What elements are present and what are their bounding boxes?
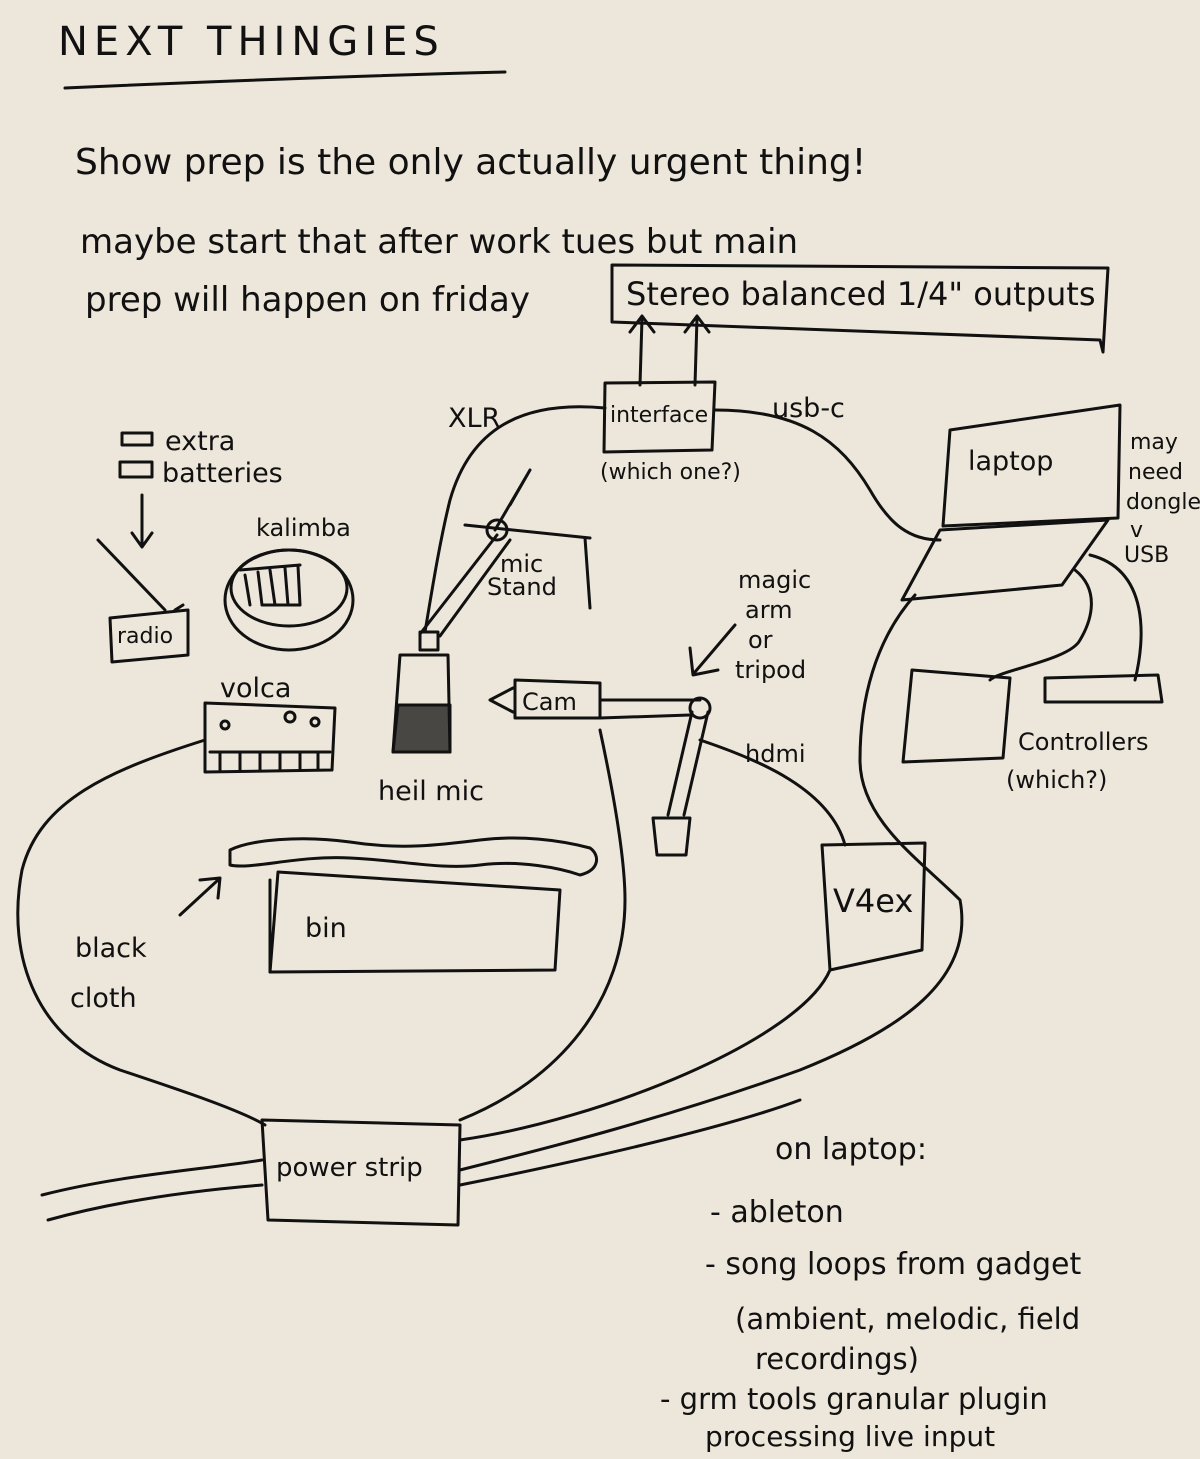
power-strip-box — [260, 1118, 462, 1227]
cam-cable — [458, 728, 627, 1122]
kalimba-rim — [229, 548, 349, 628]
black-cloth — [228, 836, 599, 877]
v4ex-cable — [458, 968, 832, 1142]
usbc-label: usb-c — [772, 393, 845, 424]
v4ex-label: V4ex — [833, 882, 914, 920]
hdmi-label: hdmi — [745, 740, 806, 768]
batteries-arrow — [130, 493, 154, 549]
heil-mic-neck — [418, 630, 440, 652]
title-underline — [63, 70, 507, 90]
page-title: NEXT THINGIES — [58, 19, 445, 65]
battery-1 — [120, 431, 154, 447]
arrow-right — [683, 314, 711, 387]
volca-knob-3 — [309, 716, 321, 728]
laptop-list-item: (ambient, melodic, field — [735, 1302, 1081, 1336]
radio-antenna — [96, 538, 185, 612]
cam-label: Cam — [522, 688, 577, 716]
strip-cord-out — [458, 1098, 802, 1187]
dongle-note-4: v — [1130, 518, 1144, 543]
controller-1 — [901, 668, 1012, 764]
interface-box-outline — [602, 380, 717, 454]
heil-mic-label: heil mic — [378, 776, 484, 807]
magic-arm-joint — [688, 696, 712, 720]
battery-2 — [118, 460, 154, 479]
magic-arm-upper — [598, 698, 702, 720]
magic-arm-label-2: arm — [745, 596, 793, 624]
bin-box — [268, 870, 562, 974]
black-cloth-arrow — [178, 876, 222, 917]
dongle-note-5: USB — [1124, 543, 1170, 568]
mic-stand-label-2: Stand — [487, 573, 557, 601]
volca-body — [203, 701, 337, 774]
xlr-label: XLR — [448, 403, 501, 434]
cam-lens — [488, 686, 515, 714]
controller-cable-1 — [988, 568, 1093, 682]
power-strip-label: power strip — [276, 1153, 423, 1183]
laptop-list-item: recordings) — [755, 1342, 919, 1376]
radio-label: radio — [117, 624, 174, 649]
note-line-3: prep will happen on friday — [85, 280, 530, 320]
interface-label: interface — [610, 403, 709, 428]
note-line-2: maybe start that after work tues but mai… — [80, 222, 799, 262]
mic-stand-label-1: mic — [500, 550, 544, 578]
arrow-left — [628, 314, 656, 387]
controllers-which-label: (which?) — [1006, 766, 1108, 794]
wall-cord-1 — [40, 1158, 264, 1197]
laptop-list-heading: on laptop: — [775, 1132, 927, 1167]
outputs-box-outline — [610, 263, 1110, 354]
kalimba-tines — [238, 563, 302, 607]
magic-arm-label-3: or — [748, 626, 773, 654]
outputs-label: Stereo balanced 1/4" outputs — [626, 275, 1096, 313]
mic-stand-boom-b — [438, 538, 512, 638]
volca-cable — [16, 738, 267, 1127]
dongle-note-3: dongle — [1126, 490, 1200, 515]
v4ex-box-outline — [820, 841, 927, 972]
laptop-base — [900, 518, 1110, 602]
usbc-cable — [713, 408, 942, 542]
laptop-list-item: processing live input — [705, 1420, 996, 1453]
mic-stand-joint — [485, 518, 509, 542]
laptop-label: laptop — [968, 446, 1054, 477]
black-cloth-label-2: cloth — [70, 983, 137, 1014]
hdmi-cable — [698, 738, 847, 847]
magic-arm-arrow — [688, 623, 737, 677]
black-cloth-label-1: black — [75, 933, 147, 964]
laptop-cord — [458, 593, 964, 1172]
wall-cord-2 — [46, 1183, 264, 1222]
volca-knob-2 — [283, 710, 297, 724]
controller-cable-2 — [1088, 553, 1143, 682]
mic-stand-top — [463, 468, 592, 610]
radio-box — [108, 608, 190, 664]
controller-2 — [1043, 673, 1164, 704]
magic-arm-label-4: tripod — [735, 656, 807, 684]
extra-label: extra — [165, 426, 236, 457]
laptop-list-item: - ableton — [710, 1195, 844, 1230]
laptop-screen — [941, 403, 1122, 528]
dongle-note-2: need — [1128, 460, 1183, 485]
magic-arm-label-1: magic — [738, 566, 812, 594]
laptop-list-item: - grm tools granular plugin — [660, 1382, 1048, 1416]
magic-arm-lower — [666, 710, 710, 817]
magic-arm-clamp — [651, 816, 692, 857]
dongle-note-1: may — [1130, 430, 1178, 455]
bin-label: bin — [305, 913, 347, 944]
note-line-1: Show prep is the only actually urgent th… — [75, 142, 867, 183]
batteries-label: batteries — [162, 458, 283, 489]
laptop-list-item: - song loops from gadget — [705, 1247, 1082, 1282]
volca-label: volca — [220, 673, 292, 704]
xlr-cable — [423, 405, 607, 634]
mic-stand-boom-a — [418, 533, 499, 636]
volca-knob-1 — [219, 719, 231, 731]
kalimba-label: kalimba — [256, 514, 351, 542]
heil-mic-grille — [391, 703, 452, 754]
volca-keys — [208, 750, 332, 772]
interface-which-label: (which one?) — [600, 460, 741, 485]
controllers-label: Controllers — [1018, 728, 1149, 756]
